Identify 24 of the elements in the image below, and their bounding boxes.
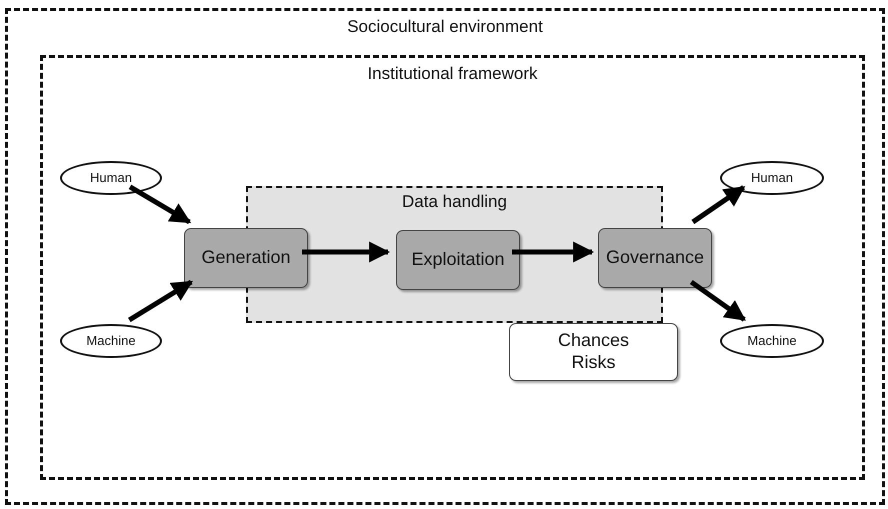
arrow <box>128 184 192 224</box>
arrow <box>302 242 390 262</box>
arrow <box>128 280 193 322</box>
process-label: Exploitation <box>411 249 505 271</box>
arrow <box>512 242 594 262</box>
group-title: Data handling <box>402 192 507 212</box>
process-box <box>598 228 712 288</box>
process-box <box>396 230 520 290</box>
actor-label: Human <box>751 170 793 186</box>
process-label: Governance <box>606 247 704 269</box>
note-text: Risks <box>572 352 616 374</box>
dashed-frame <box>40 55 865 480</box>
note-text: Chances <box>558 330 630 352</box>
process-label: Generation <box>201 247 291 269</box>
process-box <box>184 228 308 288</box>
arrow <box>691 185 746 224</box>
arrow <box>690 280 746 322</box>
frame-title: Sociocultural environment <box>347 17 543 37</box>
actor-label: Machine <box>86 333 136 349</box>
actor-label: Human <box>90 170 132 186</box>
note-box <box>509 323 678 381</box>
actor-label: Machine <box>747 333 797 349</box>
dashed-frame <box>5 8 885 505</box>
frame-title: Institutional framework <box>367 64 538 84</box>
